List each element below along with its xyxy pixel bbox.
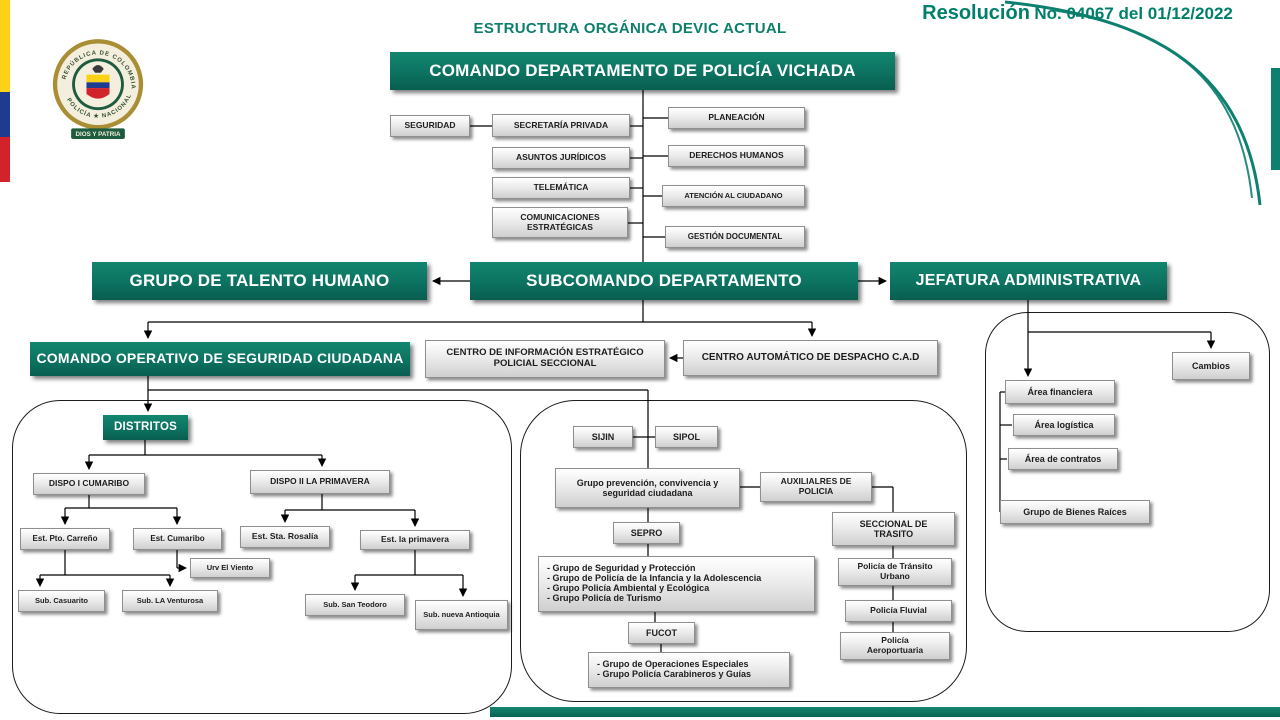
- node-sub-nueva-antioquia: Sub. nueva Antioquia: [415, 600, 508, 630]
- resolution-number: No. 04067 del 01/12/2022: [1034, 4, 1233, 23]
- node-subcomando: SUBCOMANDO DEPARTAMENTO: [470, 262, 858, 300]
- node-secretaria-privada: SECRETARÍA PRIVADA: [492, 114, 630, 137]
- node-est-la-primavera: Est. la primavera: [360, 530, 470, 550]
- police-badge-logo: REPÚBLICA DE COLOMBIA POLICÍA ★ NACIONAL…: [50, 36, 146, 149]
- node-dispo2-primavera: DISPO II LA PRIMAVERA: [250, 470, 390, 494]
- node-jefatura-administrativa: JEFATURA ADMINISTRATIVA: [890, 262, 1167, 300]
- districts-group-container: [12, 400, 512, 714]
- node-auxiliares-policia: AUXILIALRES DE POLICIA: [760, 472, 872, 502]
- node-grupo-prevencion: Grupo prevención, convivencia y segurida…: [555, 468, 740, 508]
- node-area-logistica: Área logística: [1013, 414, 1115, 436]
- resolution-label: Resolución No. 04067 del 01/12/2022: [900, 2, 1255, 25]
- node-derechos-humanos: DERECHOS HUMANOS: [668, 145, 805, 167]
- node-est-cumaribo: Est. Cumaribo: [133, 528, 222, 550]
- node-talento-humano: GRUPO DE TALENTO HUMANO: [92, 262, 427, 300]
- node-comunicaciones-estrategicas: COMUNICACIONES ESTRATÉGICAS: [492, 207, 628, 238]
- flag-stripe-yellow: [0, 0, 10, 92]
- node-est-pto-carreno: Est. Pto. Carreño: [20, 528, 110, 550]
- node-policia-aeroportuaria: Policía Aeroportuaria: [840, 632, 950, 660]
- node-centro-despacho-cad: CENTRO AUTOMÁTICO DE DESPACHO C.A.D: [683, 340, 938, 376]
- node-distritos: DISTRITOS: [103, 415, 188, 440]
- node-planeacion: PLANEACIÓN: [668, 107, 805, 129]
- node-gestion-documental: GESTIÓN DOCUMENTAL: [665, 226, 805, 248]
- node-grupos-operaciones-list: - Grupo de Operaciones Especiales - Grup…: [588, 652, 790, 688]
- node-seguridad: SEGURIDAD: [390, 115, 470, 137]
- node-sipol: SIPOL: [655, 426, 718, 448]
- node-sub-la-venturosa: Sub. LA Venturosa: [122, 590, 218, 612]
- node-policia-transito-urbano: Policía de Tránsito Urbano: [838, 558, 952, 586]
- node-sepro: SEPRO: [613, 522, 680, 544]
- node-dispo1-cumaribo: DISPO I CUMARIBO: [33, 473, 145, 495]
- node-sijin: SIJIN: [573, 426, 633, 448]
- node-telematica: TELEMÁTICA: [492, 177, 630, 199]
- node-sub-san-teodoro: Sub. San Teodoro: [305, 594, 405, 616]
- flag-stripe-red: [0, 137, 10, 182]
- node-sub-casuarito: Sub. Casuarito: [18, 590, 105, 612]
- node-comando-operativo: COMANDO OPERATIVO DE SEGURIDAD CIUDADANA: [30, 342, 410, 376]
- node-cambios: Cambios: [1172, 352, 1250, 380]
- badge-crest: [86, 65, 110, 99]
- node-seccional-transito: SECCIONAL DE TRASITO: [832, 512, 955, 546]
- node-centro-informacion: CENTRO DE INFORMACIÓN ESTRATÉGICO POLICI…: [425, 340, 665, 378]
- node-area-financiera: Área financiera: [1005, 380, 1115, 404]
- corner-arc-decoration: [1004, 0, 1262, 206]
- badge-banner-text: DIOS Y PATRIA: [76, 131, 121, 138]
- node-urv-el-viento: Urv El Viento: [190, 558, 270, 578]
- page-title: ESTRUCTURA ORGÁNICA DEVIC ACTUAL: [473, 20, 787, 37]
- node-fucot: FUCOT: [628, 622, 695, 644]
- node-est-sta-rosalia: Est. Sta. Rosalía: [240, 526, 330, 548]
- right-accent-bar: [1271, 68, 1280, 170]
- node-asuntos-juridicos: ASUNTOS JURÍDICOS: [492, 147, 630, 169]
- node-area-contratos: Área de contratos: [1008, 448, 1118, 470]
- node-policia-fluvial: Policía Fluvial: [845, 600, 952, 622]
- resolution-word: Resolución: [922, 2, 1030, 24]
- node-atencion-ciudadano: ATENCIÓN AL CIUDADANO: [662, 185, 805, 207]
- bottom-accent-bar: [490, 707, 1280, 717]
- node-comando-departamento: COMANDO DEPARTAMENTO DE POLICÍA VICHADA: [390, 52, 895, 90]
- node-grupos-proteccion-list: - Grupo de Seguridad y Protección - Grup…: [538, 556, 815, 612]
- flag-stripe-blue: [0, 92, 10, 137]
- node-grupo-bienes-raices: Grupo de Bienes Raíces: [1000, 500, 1150, 524]
